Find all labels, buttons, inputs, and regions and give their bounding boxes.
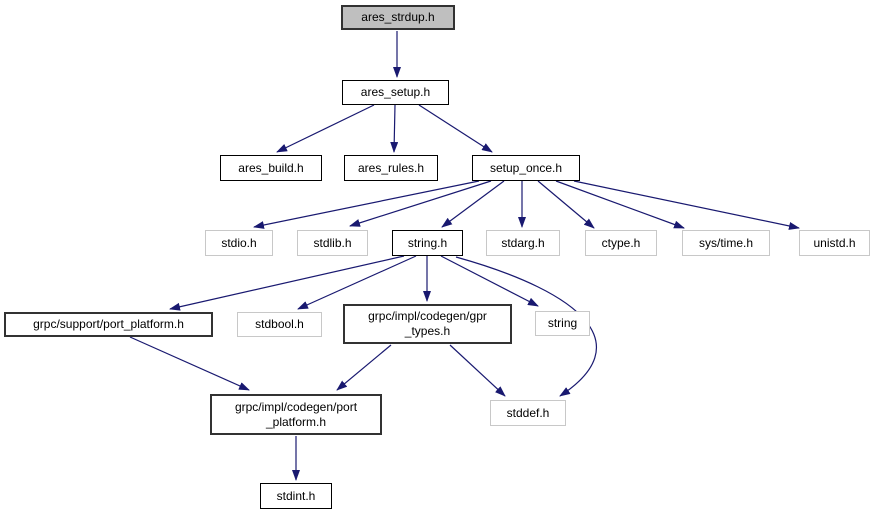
edge-setup_once_h-to-ctype_h <box>537 180 595 229</box>
node-label: grpc/impl/codegen/port _platform.h <box>234 399 358 429</box>
node-label: unistd.h <box>813 235 856 250</box>
node-label: stdint.h <box>276 488 316 503</box>
graph-node-ares_build_h[interactable]: ares_build.h <box>220 155 322 181</box>
edge-setup_once_h-to-stdlib_h <box>349 180 492 227</box>
graph-node-ares_rules_h[interactable]: ares_rules.h <box>344 155 438 181</box>
edge-ares_setup_h-to-ares_rules_h <box>390 104 399 153</box>
edge-string_h-to-grpc_support_port_platform_h <box>169 255 405 311</box>
edge-setup_once_h-to-string_h <box>441 180 505 228</box>
edge-setup_once_h-to-stdio_h <box>253 180 480 229</box>
graph-node-stdarg_h: stdarg.h <box>486 230 560 256</box>
graph-node-stdint_h[interactable]: stdint.h <box>260 483 332 509</box>
graph-node-grpc_support_port_platform_h[interactable]: grpc/support/port_platform.h <box>4 312 213 337</box>
edge-ares_setup_h-to-ares_build_h <box>276 104 375 153</box>
graph-node-stdio_h: stdio.h <box>205 230 273 256</box>
graph-node-unistd_h: unistd.h <box>799 230 870 256</box>
node-label: stdlib.h <box>313 235 352 250</box>
edge-grpc_support_port_platform_h-to-grpc_impl_codegen_port_platform_h <box>129 336 250 391</box>
graph-node-sys_time_h: sys/time.h <box>682 230 770 256</box>
node-label: grpc/support/port_platform.h <box>33 317 184 331</box>
edge-string_h-to-string <box>440 255 539 307</box>
node-label: stdarg.h <box>501 235 545 250</box>
node-label: grpc/impl/codegen/gpr _types.h <box>368 309 487 338</box>
graph-node-stddef_h: stddef.h <box>490 400 566 426</box>
node-label: stdbool.h <box>255 317 304 331</box>
graph-node-stdlib_h: stdlib.h <box>297 230 368 256</box>
graph-node-grpc_impl_codegen_port_platform_h[interactable]: grpc/impl/codegen/port _platform.h <box>210 394 382 435</box>
graph-node-string: string <box>535 311 590 336</box>
edge-setup_once_h-to-unistd_h <box>573 180 800 230</box>
node-label: ares_build.h <box>238 160 304 175</box>
graph-node-setup_once_h[interactable]: setup_once.h <box>472 155 580 181</box>
edge-ares_setup_h-to-setup_once_h <box>418 104 493 153</box>
node-label: stddef.h <box>506 405 550 420</box>
graph-node-ctype_h: ctype.h <box>585 230 657 256</box>
graph-node-ares_setup_h[interactable]: ares_setup.h <box>342 80 449 105</box>
node-label: string <box>547 316 578 330</box>
node-label: setup_once.h <box>489 160 563 175</box>
edge-string_h-to-stdbool_h <box>297 255 417 310</box>
node-label: string.h <box>407 235 448 250</box>
edge-grpc_impl_codegen_gpr_types_h-to-stddef_h <box>449 344 506 397</box>
node-label: ares_strdup.h <box>361 10 435 24</box>
node-label: ctype.h <box>601 235 641 250</box>
node-label: sys/time.h <box>698 235 753 250</box>
node-label: ares_setup.h <box>360 85 431 99</box>
edge-grpc_impl_codegen_gpr_types_h-to-grpc_impl_codegen_port_platform_h <box>336 344 392 391</box>
graph-node-stdbool_h: stdbool.h <box>237 312 322 337</box>
edge-setup_once_h-to-sys_time_h <box>555 180 685 229</box>
node-label: stdio.h <box>221 235 257 250</box>
graph-node-grpc_impl_codegen_gpr_types_h[interactable]: grpc/impl/codegen/gpr _types.h <box>343 304 512 344</box>
graph-node-ares_strdup_h: ares_strdup.h <box>341 5 455 30</box>
graph-node-string_h[interactable]: string.h <box>392 230 463 256</box>
node-label: ares_rules.h <box>357 160 425 175</box>
